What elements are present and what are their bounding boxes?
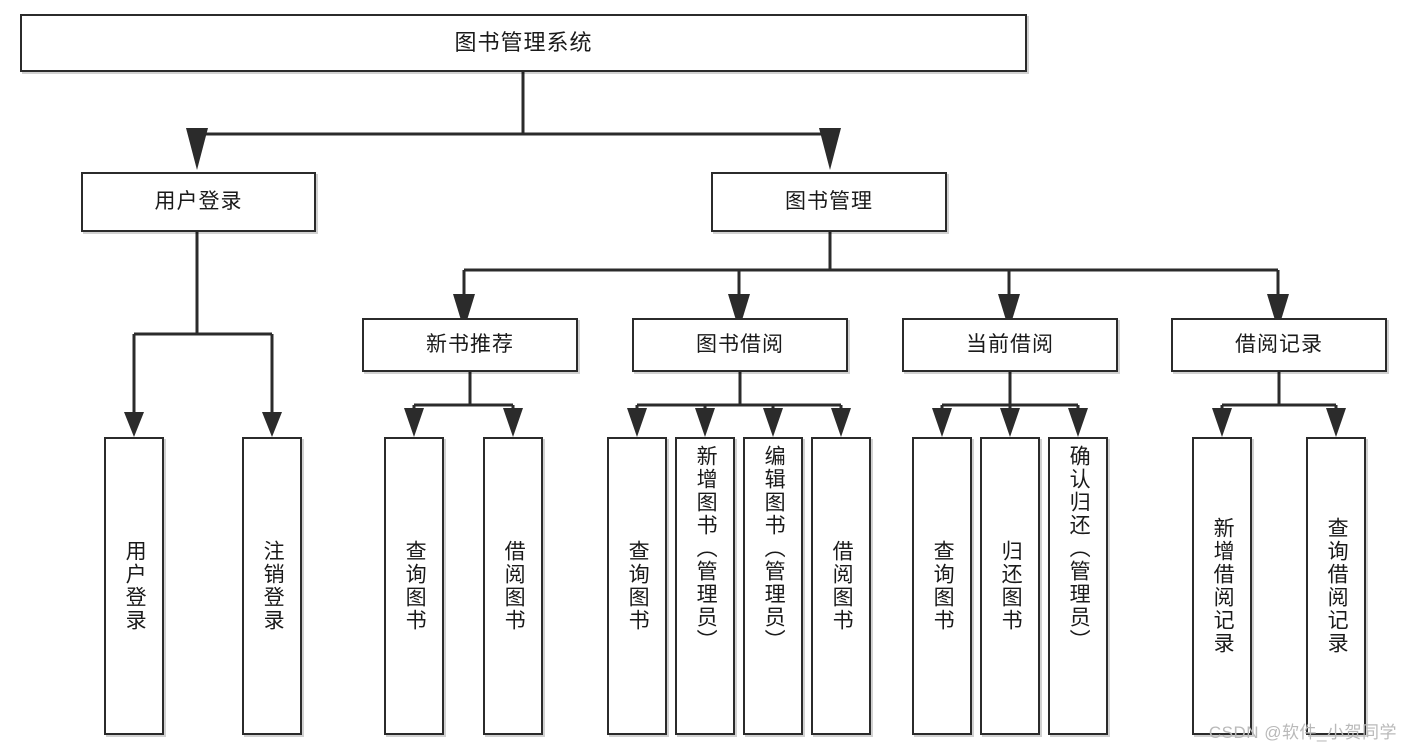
node-leaf-query-book-3[interactable]: 查询图书 (912, 437, 972, 735)
arrowhead-book-manage (819, 128, 841, 170)
node-leaf-borrow-book-1[interactable]: 借阅图书 (483, 437, 543, 735)
node-leaf-query-book-1-label: 查询图书 (403, 540, 427, 632)
arrowhead-nbr (453, 294, 475, 330)
node-leaf-user-login-label: 用户登录 (123, 540, 147, 632)
node-leaf-return-book[interactable]: 归还图书 (980, 437, 1040, 735)
arrowhead-user-login (186, 128, 208, 170)
node-book-manage-label: 图书管理 (785, 189, 873, 213)
node-book-borrow[interactable]: 图书借阅 (632, 318, 848, 372)
arrowhead-leaf-10 (1000, 408, 1020, 437)
arrowhead-leaf-4 (503, 408, 523, 437)
arrowhead-br (1267, 294, 1289, 330)
node-root-label: 图书管理系统 (454, 30, 593, 56)
node-leaf-add-record-label: 新增借阅记录 (1211, 517, 1235, 655)
node-leaf-borrow-book-1-label: 借阅图书 (502, 540, 526, 632)
node-leaf-add-book-label: 新增图书（管理员） (694, 445, 718, 652)
arrowhead-leaf-3 (404, 408, 424, 437)
node-leaf-confirm-return[interactable]: 确认归还（管理员） (1048, 437, 1108, 735)
arrowhead-bb (728, 294, 750, 330)
arrowhead-leaf-1 (124, 412, 144, 437)
node-leaf-add-book[interactable]: 新增图书（管理员） (675, 437, 735, 735)
arrowhead-leaf-8 (831, 408, 851, 437)
node-leaf-user-logout-label: 注销登录 (261, 540, 285, 632)
node-leaf-borrow-book-2-label: 借阅图书 (830, 540, 854, 632)
node-current-borrow[interactable]: 当前借阅 (902, 318, 1118, 372)
arrowhead-leaf-13 (1326, 408, 1346, 437)
node-user-login-label: 用户登录 (154, 189, 243, 213)
node-leaf-query-record[interactable]: 查询借阅记录 (1306, 437, 1366, 735)
node-new-book-recommend[interactable]: 新书推荐 (362, 318, 578, 372)
arrowhead-leaf-6 (695, 408, 715, 437)
arrowheads (124, 128, 1346, 437)
node-borrow-record[interactable]: 借阅记录 (1171, 318, 1387, 372)
node-new-book-recommend-label: 新书推荐 (426, 332, 514, 356)
node-leaf-return-book-label: 归还图书 (999, 540, 1023, 632)
node-leaf-add-record[interactable]: 新增借阅记录 (1192, 437, 1252, 735)
arrowhead-cb (998, 294, 1020, 330)
node-leaf-edit-book-label: 编辑图书（管理员） (762, 445, 786, 652)
arrowhead-leaf-7 (763, 408, 783, 437)
node-root[interactable]: 图书管理系统 (20, 14, 1027, 72)
arrowhead-leaf-12 (1212, 408, 1232, 437)
node-leaf-query-book-3-label: 查询图书 (931, 540, 955, 632)
node-borrow-record-label: 借阅记录 (1235, 332, 1323, 356)
node-leaf-borrow-book-2[interactable]: 借阅图书 (811, 437, 871, 735)
node-book-manage[interactable]: 图书管理 (711, 172, 947, 232)
node-current-borrow-label: 当前借阅 (966, 332, 1054, 356)
node-leaf-query-book-2[interactable]: 查询图书 (607, 437, 667, 735)
arrowhead-leaf-2 (262, 412, 282, 437)
node-leaf-edit-book[interactable]: 编辑图书（管理员） (743, 437, 803, 735)
node-user-login[interactable]: 用户登录 (81, 172, 316, 232)
arrowhead-leaf-9 (932, 408, 952, 437)
node-leaf-user-login[interactable]: 用户登录 (104, 437, 164, 735)
node-book-borrow-label: 图书借阅 (696, 332, 784, 356)
node-leaf-confirm-return-label: 确认归还（管理员） (1067, 445, 1091, 652)
node-leaf-query-book-2-label: 查询图书 (626, 540, 650, 632)
node-leaf-query-record-label: 查询借阅记录 (1325, 517, 1349, 655)
arrowhead-leaf-11 (1068, 408, 1088, 437)
node-leaf-query-book-1[interactable]: 查询图书 (384, 437, 444, 735)
watermark-text: CSDN @软件_小贺同学 (1208, 723, 1397, 742)
node-leaf-user-logout[interactable]: 注销登录 (242, 437, 302, 735)
arrowhead-leaf-5 (627, 408, 647, 437)
